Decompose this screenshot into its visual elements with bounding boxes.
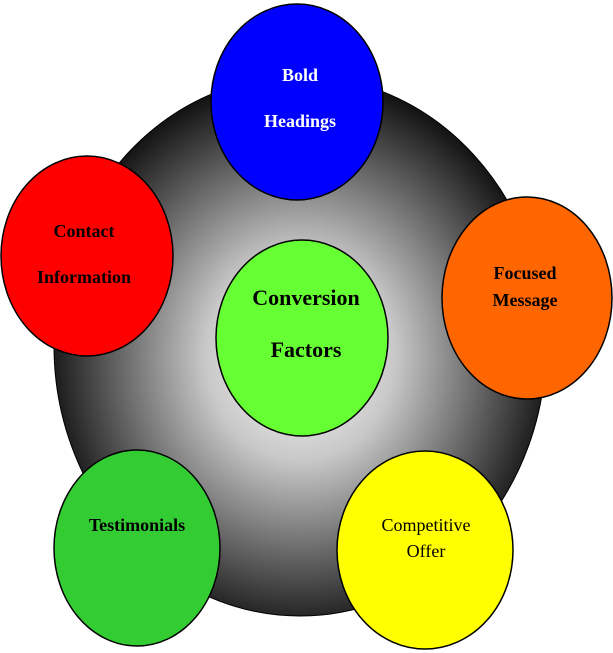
center-node-line-1: Conversion: [252, 285, 360, 310]
node-bold-headings-line-2: Headings: [264, 111, 336, 131]
node-bold-headings: Bold Headings: [210, 3, 384, 201]
node-competitive-offer-line-1: Competitive: [382, 515, 471, 535]
node-testimonials-circle: [53, 449, 221, 647]
node-testimonials: Testimonials: [53, 449, 221, 647]
node-focused-message-line-1: Focused: [494, 263, 557, 283]
node-contact-information: Contact Information: [0, 155, 174, 357]
node-bold-headings-circle: [210, 3, 384, 201]
center-node-line-2: Factors: [271, 337, 342, 362]
center-node-circle: [215, 239, 389, 437]
node-competitive-offer-circle: [336, 450, 514, 650]
node-focused-message-circle: [441, 196, 613, 400]
node-bold-headings-line-1: Bold: [282, 65, 318, 85]
node-contact-information-circle: [0, 155, 174, 357]
node-testimonials-line-1: Testimonials: [89, 515, 185, 535]
node-contact-information-line-1: Contact: [54, 221, 115, 241]
node-competitive-offer: Competitive Offer: [336, 450, 514, 650]
node-competitive-offer-line-2: Offer: [407, 541, 446, 561]
center-node: Conversion Factors: [215, 239, 389, 437]
node-focused-message-line-2: Message: [493, 290, 558, 310]
node-contact-information-line-2: Information: [37, 267, 131, 287]
node-focused-message: Focused Message: [441, 196, 613, 400]
